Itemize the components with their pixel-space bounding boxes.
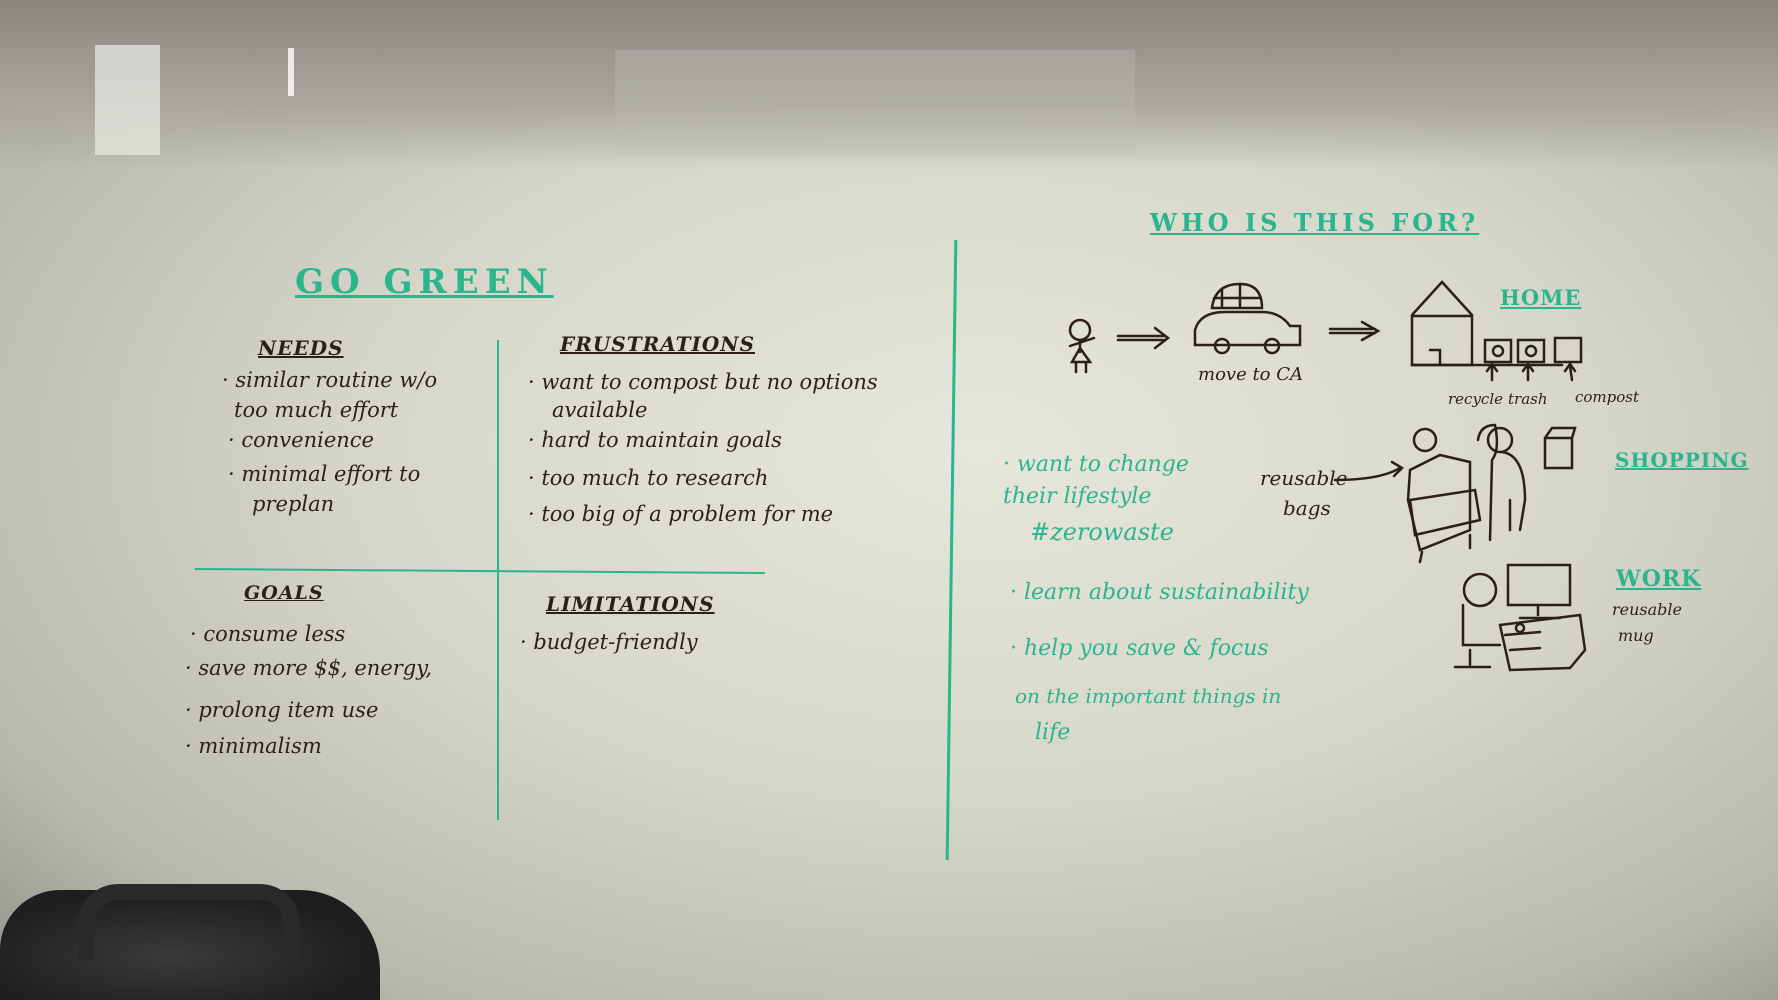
bins-icon	[1483, 336, 1583, 382]
audience-bullet: life	[1035, 720, 1071, 745]
audience-bullet: · learn about sustainability	[1010, 580, 1309, 605]
needs-heading: NEEDS	[258, 336, 344, 360]
bin-label-trash: trash	[1508, 390, 1548, 408]
bin-label-compost: compost	[1575, 388, 1640, 406]
backpack	[0, 890, 380, 1000]
needs-item: · minimal effort to	[228, 462, 421, 486]
glare-window	[615, 50, 1135, 155]
backpack-handle	[78, 884, 300, 960]
frustrations-item: · hard to maintain goals	[528, 428, 782, 452]
limitations-heading: LIMITATIONS	[546, 592, 715, 616]
audience-bullet: their lifestyle	[1003, 484, 1152, 509]
goals-item: · consume less	[190, 622, 346, 646]
shopping-scene-icon	[1333, 423, 1577, 564]
person-icon	[1068, 318, 1096, 374]
bin-label-recycle: recycle	[1448, 390, 1503, 408]
glare-panel	[95, 45, 160, 155]
audience-heading: WHO IS THIS FOR?	[1150, 208, 1480, 237]
board-title: GO GREEN	[295, 262, 554, 302]
limitations-item: · budget-friendly	[520, 630, 698, 654]
house-icon	[1410, 280, 1564, 367]
goals-item: · save more $$, energy,	[185, 656, 432, 680]
audience-bullet: · want to change	[1003, 452, 1189, 477]
arrow-icon	[1328, 320, 1381, 342]
reusable-mug-label: reusable	[1612, 600, 1682, 619]
needs-item: preplan	[252, 492, 335, 516]
goals-item: · prolong item use	[185, 698, 379, 722]
needs-item: · convenience	[228, 428, 374, 452]
move-to-ca-label: move to CA	[1198, 364, 1304, 385]
left-quadrant-vertical-divider	[497, 340, 499, 820]
frustrations-heading: FRUSTRATIONS	[560, 332, 756, 356]
goals-heading: GOALS	[244, 582, 324, 604]
reusable-bags-label: reusable	[1260, 466, 1348, 490]
work-label: WORK	[1616, 566, 1702, 592]
wall-background	[0, 0, 1778, 170]
audience-bullet: · help you save & focus	[1010, 636, 1269, 661]
shopping-label: SHOPPING	[1615, 448, 1749, 472]
goals-item: · minimalism	[185, 734, 322, 758]
car-icon	[1193, 282, 1302, 355]
needs-item: · similar routine w/o	[222, 368, 438, 392]
frustrations-item: · too big of a problem for me	[528, 502, 834, 526]
home-label: HOME	[1500, 285, 1582, 310]
work-scene-icon	[1453, 563, 1587, 672]
reusable-mug-label: mug	[1618, 626, 1654, 645]
frustrations-item: · too much to research	[528, 466, 769, 490]
glare-strip	[288, 48, 294, 96]
audience-bullet: #zerowaste	[1030, 518, 1174, 546]
arrow-icon	[1116, 326, 1171, 350]
audience-bullet: on the important things in	[1015, 684, 1282, 708]
frustrations-item: · want to compost but no options	[528, 370, 878, 394]
reusable-bags-label: bags	[1283, 496, 1331, 520]
needs-item: too much effort	[234, 398, 399, 422]
frustrations-item: available	[552, 398, 648, 422]
